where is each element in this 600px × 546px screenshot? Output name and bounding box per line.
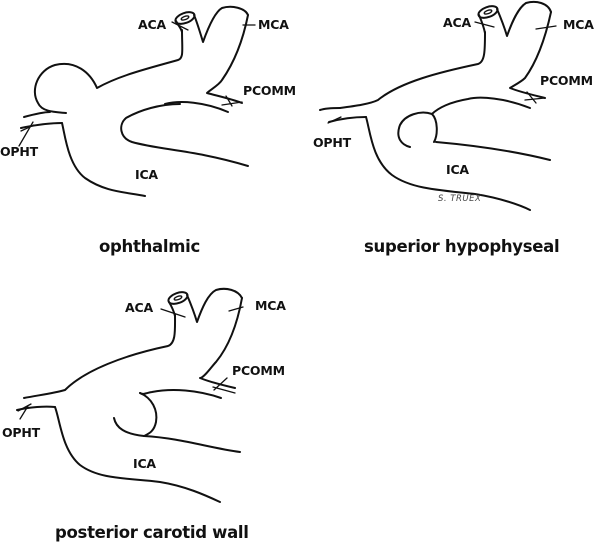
label-ica: ICA: [133, 456, 156, 471]
opht-lower-wall: [20, 122, 63, 129]
ica-outer-wall: [61, 122, 146, 197]
opht-pointer: [327, 116, 342, 124]
aca-lumen: [483, 9, 493, 15]
opht-upper-wall: [319, 107, 341, 111]
ica-upper-wall: [33, 29, 184, 114]
label-opht: OPHT: [0, 144, 39, 159]
aneurysm-sac: [139, 392, 158, 437]
artist-signature: S. TRUEX: [438, 194, 481, 204]
label-pcomm: PCOMM: [540, 73, 593, 88]
ica-inner-lower-wall: [435, 141, 551, 161]
ica-upper-wall: [23, 314, 177, 399]
panel-posterior-carotid-wall: ACA MCA PCOMM OPHT ICA posterior carotid…: [2, 287, 286, 542]
aca-mca-bifurcation: [496, 0, 552, 37]
label-aca: ACA: [443, 15, 471, 30]
opht-pointer: [18, 121, 35, 147]
ica-upper-wall: [339, 31, 486, 109]
caption-posterior-carotid-wall: posterior carotid wall: [55, 523, 249, 542]
ica-inner-curve: [113, 417, 241, 453]
aca-pointer: [160, 308, 186, 318]
label-ica: ICA: [135, 167, 158, 182]
caption-superior-hypophyseal: superior hypophyseal: [364, 237, 559, 256]
label-mca: MCA: [258, 17, 289, 32]
label-opht: OPHT: [2, 425, 41, 440]
pcomm-lower-wall: [139, 389, 222, 399]
panel-ophthalmic: ACA MCA PCOMM OPHT ICA ophthalmic: [0, 5, 296, 256]
aneurysm-sac: [397, 111, 438, 148]
pcomm-lower-wall: [431, 96, 531, 115]
ica-inner-curve: [120, 103, 249, 167]
aca-mca-bifurcation: [186, 287, 243, 323]
ica-outer-wall: [365, 116, 531, 211]
aca-lumen: [180, 15, 190, 21]
mca-pcomm-wall: [199, 297, 243, 389]
opht-upper-wall: [23, 111, 51, 118]
opht-pointer: [17, 403, 32, 420]
pcomm-pointer: [524, 91, 546, 104]
caption-ophthalmic: ophthalmic: [99, 237, 200, 256]
label-opht: OPHT: [313, 135, 352, 150]
label-aca: ACA: [125, 300, 153, 315]
label-mca: MCA: [255, 298, 286, 313]
aca-left-wall: [175, 20, 183, 33]
pcomm-pointer: [221, 95, 243, 107]
pcomm-pointer: [212, 377, 236, 394]
aca-left-wall: [168, 301, 176, 317]
label-ica: ICA: [446, 162, 469, 177]
pcomm-lower-wall: [164, 101, 229, 113]
ica-outer-wall: [54, 406, 221, 503]
label-pcomm: PCOMM: [232, 363, 285, 378]
aca-pointer: [474, 21, 495, 28]
aca-pointer: [171, 21, 189, 31]
label-mca: MCA: [563, 17, 594, 32]
aca-lumen: [173, 295, 183, 301]
label-pcomm: PCOMM: [243, 83, 296, 98]
aca-left-wall: [478, 14, 486, 34]
aca-mca-bifurcation: [193, 5, 249, 43]
label-aca: ACA: [138, 17, 166, 32]
panel-superior-hypophyseal: ACA MCA PCOMM OPHT ICA S. TRUEX superior…: [313, 0, 594, 256]
mca-pointer: [535, 25, 557, 30]
mca-pcomm-wall: [509, 11, 552, 99]
mca-pointer: [228, 306, 244, 312]
mca-pcomm-wall: [206, 14, 249, 104]
